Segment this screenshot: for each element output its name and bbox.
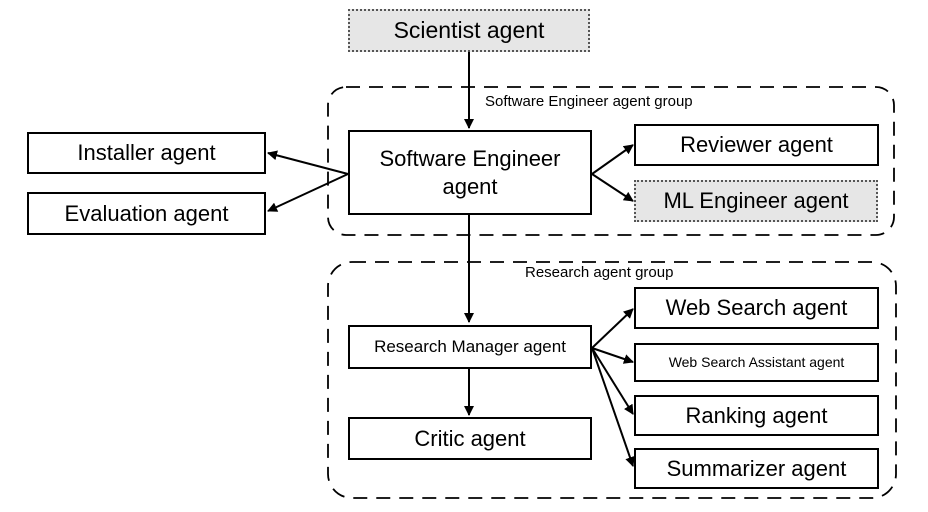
arrow-rm-to-summarizer — [591, 347, 635, 467]
research-group-label: Research agent group — [525, 264, 674, 281]
software-engineer-agent-node: Software Engineer agent — [348, 130, 592, 215]
web-search-assistant-agent-node: Web Search Assistant agent — [634, 343, 879, 382]
arrow-rm-to-ranking — [591, 347, 634, 415]
arrow-rm-to-web-search-assistant — [591, 347, 634, 364]
arrow-se-to-installer — [267, 150, 349, 175]
installer-agent-node: Installer agent — [27, 132, 266, 174]
arrow-se-to-ml-engineer — [591, 173, 634, 202]
scientist-agent-node: Scientist agent — [348, 9, 590, 52]
summarizer-agent-node: Summarizer agent — [634, 448, 879, 489]
arrow-rm-to-web-search — [591, 308, 634, 349]
research-group-border — [327, 261, 897, 499]
arrow-se-to-evaluation — [267, 173, 349, 212]
software-engineer-group-label: Software Engineer agent group — [485, 93, 693, 110]
arrow-se-to-reviewer — [591, 144, 634, 175]
research-manager-agent-node: Research Manager agent — [348, 325, 592, 369]
software-engineer-group-border — [327, 86, 895, 236]
critic-agent-node: Critic agent — [348, 417, 592, 460]
ml-engineer-agent-node: ML Engineer agent — [634, 180, 878, 222]
web-search-agent-node: Web Search agent — [634, 287, 879, 329]
ranking-agent-node: Ranking agent — [634, 395, 879, 436]
reviewer-agent-node: Reviewer agent — [634, 124, 879, 166]
evaluation-agent-node: Evaluation agent — [27, 192, 266, 235]
